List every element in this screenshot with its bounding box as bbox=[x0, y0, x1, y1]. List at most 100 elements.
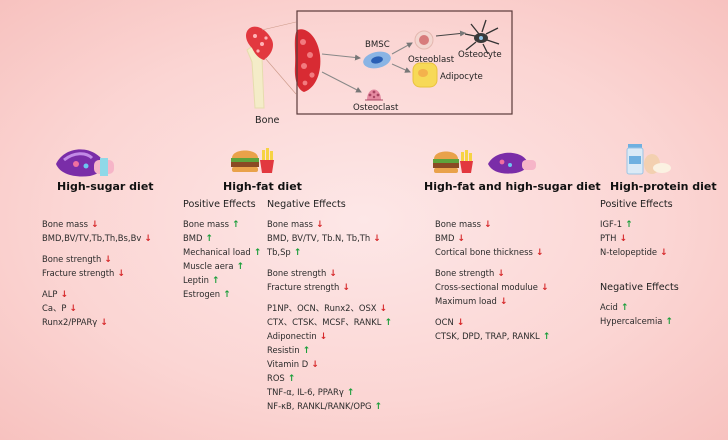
effect-label: PTH bbox=[600, 233, 617, 243]
high-fat-negative-title: Negative Effects bbox=[267, 199, 346, 210]
effect-label: Bone mass bbox=[183, 219, 230, 229]
down-arrow-icon: ↓ bbox=[457, 234, 465, 244]
high-fat-sugar-effects: Bone mass↓BMD↓Cortical bone thickness↓Bo… bbox=[435, 218, 550, 344]
effect-item: Cortical bone thickness↓ bbox=[435, 246, 550, 260]
up-arrow-icon: ↑ bbox=[374, 402, 383, 412]
effect-label: CTSK, DPD, TRAP, RANKL bbox=[435, 331, 540, 341]
effect-item: BMD↑ bbox=[183, 232, 261, 246]
effect-label: Bone strength bbox=[267, 268, 327, 278]
effect-item: Leptin↑ bbox=[183, 274, 261, 288]
effect-item: Estrogen↑ bbox=[183, 288, 261, 302]
high-protein-positive-effects: IGF-1↑PTH↓N-telopeptide↓ bbox=[600, 218, 668, 260]
down-arrow-icon: ↓ bbox=[456, 318, 465, 328]
effect-label: Muscle aera bbox=[183, 261, 234, 271]
up-arrow-icon: ↑ bbox=[665, 317, 673, 327]
arrow-bmsc-to-adipocyte bbox=[391, 63, 411, 73]
candy-icon bbox=[56, 149, 114, 177]
effect-item: Bone mass↑ bbox=[183, 218, 261, 232]
up-arrow-icon: ↑ bbox=[384, 318, 392, 328]
effect-label: Fracture strength bbox=[42, 268, 115, 278]
down-arrow-icon: ↓ bbox=[60, 290, 68, 300]
effect-label: ALP bbox=[42, 289, 58, 299]
down-arrow-icon: ↓ bbox=[144, 234, 152, 244]
bmsc-label: BMSC bbox=[365, 40, 390, 50]
up-arrow-icon: ↑ bbox=[205, 234, 213, 244]
bmsc-cell bbox=[363, 51, 391, 69]
down-arrow-icon: ↓ bbox=[535, 248, 544, 258]
high-fat-positive-title: Positive Effects bbox=[183, 199, 256, 210]
down-arrow-icon: ↓ bbox=[117, 269, 125, 279]
down-arrow-icon: ↓ bbox=[540, 283, 549, 293]
down-arrow-icon: ↓ bbox=[499, 297, 508, 307]
osteoblast-cell bbox=[414, 30, 434, 50]
up-arrow-icon: ↑ bbox=[293, 248, 302, 258]
effect-item: IGF-1↑ bbox=[600, 218, 668, 232]
effect-item: CTSK, DPD, TRAP, RANKL↑ bbox=[435, 330, 550, 344]
down-arrow-icon: ↓ bbox=[619, 234, 628, 244]
effect-label: Acid bbox=[600, 302, 618, 312]
effect-item: Hypercalcemia↑ bbox=[600, 315, 673, 329]
effect-item: Bone strength↓ bbox=[42, 253, 152, 267]
up-arrow-icon: ↑ bbox=[223, 290, 231, 300]
adipocyte-label: Adipocyte bbox=[440, 72, 483, 82]
effect-item: Fracture strength↓ bbox=[42, 267, 152, 281]
effect-label: BMD,BV/TV,Tb,Th,Bs,Bv bbox=[42, 233, 142, 243]
effect-item: Mechanical load↑ bbox=[183, 246, 261, 260]
adipocyte-cell bbox=[412, 62, 438, 88]
effect-label: OCN bbox=[435, 317, 454, 327]
effect-item: Tb,Sp↑ bbox=[267, 246, 392, 260]
effect-item: Vitamin D↓ bbox=[267, 358, 392, 372]
arrow-osteoblast-to-osteocyte bbox=[435, 30, 466, 37]
effect-item: ROS↑ bbox=[267, 372, 392, 386]
effect-label: TNF-α, IL-6, PPARγ bbox=[267, 387, 344, 397]
effect-item: Cross-sectional modulue↓ bbox=[435, 281, 550, 295]
osteoclast-cell bbox=[365, 89, 383, 101]
effect-label: NF-κB, RANKL/RANK/OPG bbox=[267, 401, 372, 411]
effect-label: Leptin bbox=[183, 275, 209, 285]
effect-item: Bone strength↓ bbox=[435, 267, 550, 281]
bone-marrow-closeup bbox=[261, 21, 321, 95]
arrow-marrow-to-osteoclast bbox=[321, 71, 362, 93]
effect-label: Ca、P bbox=[42, 303, 67, 313]
effect-item: Acid↑ bbox=[600, 301, 673, 315]
down-arrow-icon: ↓ bbox=[660, 248, 668, 258]
effect-item: NF-κB, RANKL/RANK/OPG↑ bbox=[267, 400, 392, 414]
down-arrow-icon: ↓ bbox=[104, 255, 112, 265]
burger-fries-candy-icon bbox=[433, 150, 536, 174]
effect-label: ROS bbox=[267, 373, 285, 383]
up-arrow-icon: ↑ bbox=[625, 220, 633, 230]
effect-label: P1NP、OCN、Runx2、OSX bbox=[267, 303, 377, 313]
effect-item: CTX、CTSK、MCSF、RANKL↑ bbox=[267, 316, 392, 330]
down-arrow-icon: ↓ bbox=[329, 269, 337, 279]
down-arrow-icon: ↓ bbox=[379, 304, 388, 314]
arrow-marrow-to-bmsc bbox=[321, 53, 361, 61]
effect-label: Mechanical load bbox=[183, 247, 251, 257]
effect-label: Resistin bbox=[267, 345, 300, 355]
effect-label: Cross-sectional modulue bbox=[435, 282, 538, 292]
effect-item: Bone mass↓ bbox=[42, 218, 152, 232]
effect-item: Bone mass↓ bbox=[435, 218, 550, 232]
high-fat-sugar-title: High-fat and high-sugar diet bbox=[424, 180, 601, 193]
bone-cell-diagram bbox=[246, 10, 513, 115]
effect-item: Runx2/PPARγ↓ bbox=[42, 316, 152, 330]
osteoclast-label: Osteoclast bbox=[353, 103, 399, 113]
effect-item: Fracture strength↓ bbox=[267, 281, 392, 295]
effect-item: N-telopeptide↓ bbox=[600, 246, 668, 260]
effect-item: BMD↓ bbox=[435, 232, 550, 246]
effect-item: BMD,BV/TV,Tb,Th,Bs,Bv↓ bbox=[42, 232, 152, 246]
effect-label: Cortical bone thickness bbox=[435, 247, 533, 257]
effect-item: TNF-α, IL-6, PPARγ↑ bbox=[267, 386, 392, 400]
effect-item: Muscle aera↑ bbox=[183, 260, 261, 274]
effect-item: PTH↓ bbox=[600, 232, 668, 246]
effect-label: Bone strength bbox=[435, 268, 495, 278]
effect-label: Bone mass bbox=[267, 219, 314, 229]
up-arrow-icon: ↑ bbox=[620, 303, 629, 313]
effect-item: OCN↓ bbox=[435, 316, 550, 330]
high-sugar-title: High-sugar diet bbox=[57, 180, 154, 193]
bone-label: Bone bbox=[255, 115, 280, 126]
high-protein-title: High-protein diet bbox=[610, 180, 717, 193]
down-arrow-icon: ↓ bbox=[91, 220, 99, 230]
up-arrow-icon: ↑ bbox=[232, 220, 240, 230]
up-arrow-icon: ↑ bbox=[302, 346, 311, 356]
high-fat-title: High-fat diet bbox=[223, 180, 302, 193]
